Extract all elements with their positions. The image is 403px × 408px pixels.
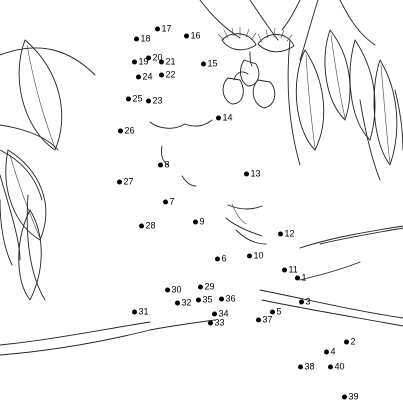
- dot-19: 19: [131, 57, 149, 67]
- dot-26: 26: [117, 126, 135, 136]
- dot-24: 24: [135, 72, 153, 82]
- dot-9: 9: [192, 217, 205, 227]
- dot-15: 15: [200, 59, 218, 69]
- dot-5: 5: [269, 307, 282, 317]
- dot-36: 36: [218, 294, 236, 304]
- dot-32: 32: [174, 298, 192, 308]
- dot-2: 2: [343, 337, 356, 347]
- dot-10: 10: [246, 251, 264, 261]
- dot-27: 27: [116, 177, 134, 187]
- dot-7: 7: [162, 197, 175, 207]
- dot-23: 23: [145, 96, 163, 106]
- dot-35: 35: [195, 295, 213, 305]
- dot-4: 4: [323, 347, 336, 357]
- dot-13: 13: [243, 169, 261, 179]
- dot-12: 12: [277, 229, 295, 239]
- dot-6: 6: [214, 254, 227, 264]
- dot-1: 1: [294, 273, 307, 283]
- top-branch: [199, 0, 319, 109]
- bird-fragments: [149, 119, 267, 245]
- dot-20: 20: [145, 53, 163, 63]
- dot-30: 30: [164, 285, 182, 295]
- dot-11: 11: [281, 265, 298, 275]
- dot-28: 28: [138, 221, 156, 231]
- dot-22: 22: [158, 70, 176, 80]
- dot-39: 39: [341, 392, 359, 402]
- dot-29: 29: [197, 282, 215, 292]
- right-leaves: [287, 0, 403, 181]
- dot-34: 34: [211, 309, 229, 319]
- dot-14: 14: [215, 113, 233, 123]
- dot-31: 31: [131, 307, 149, 317]
- dot-17: 17: [154, 24, 172, 34]
- dot-3: 3: [298, 297, 311, 307]
- dot-8: 8: [157, 160, 170, 170]
- dot-33: 33: [207, 318, 225, 328]
- left-top-leaves: [0, 39, 96, 151]
- dot-38: 38: [297, 362, 315, 372]
- dot-16: 16: [183, 31, 201, 41]
- dot-40: 40: [327, 362, 345, 372]
- dot-21: 21: [158, 57, 176, 67]
- dot-18: 18: [133, 34, 151, 44]
- dot-37: 37: [255, 315, 273, 325]
- left-mid-leaves: [0, 149, 47, 301]
- dot-25: 25: [125, 94, 143, 104]
